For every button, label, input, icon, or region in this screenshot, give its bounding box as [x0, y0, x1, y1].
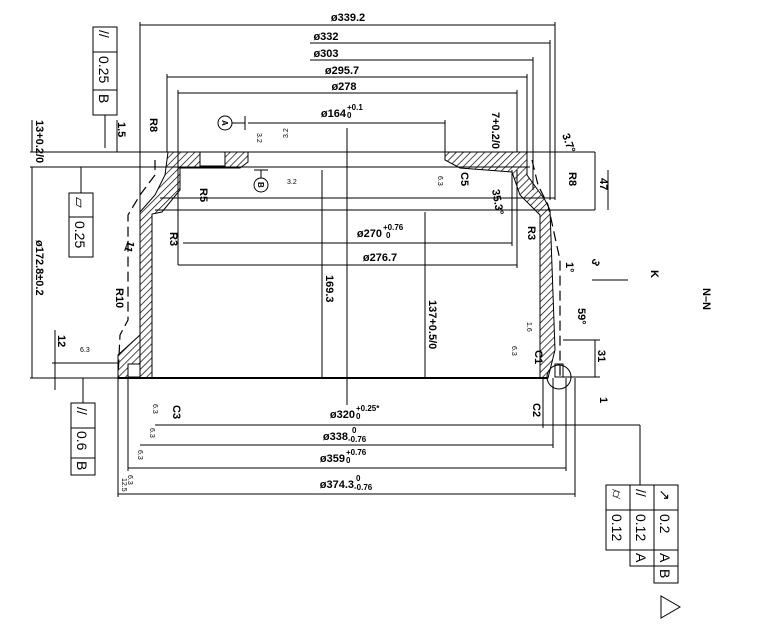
roughness-11: 12.5 — [120, 478, 127, 492]
dim-172: ø172.8±0.2 — [33, 240, 45, 296]
frame-combined: ↗ 0.2 A B // 0.12 A ⌭ 0.12 — [605, 484, 679, 584]
frame-parallel-top: // 0.25 B — [92, 26, 118, 148]
frames-parallel-bottom-datum: B — [74, 461, 90, 470]
dim-295: ø295.7 — [325, 65, 359, 77]
roughness-7: 6.3 — [151, 404, 158, 414]
dim-278: ø278 — [331, 81, 356, 93]
frames-combined-cylindricity-value: 0.12 — [609, 514, 625, 541]
roughness-2: 3.2 — [287, 179, 297, 186]
frames-parallel-bottom-value: 0.6 — [74, 431, 90, 451]
frames-parallel-top-datum: B — [96, 94, 112, 103]
radius-r3-left: R3 — [167, 232, 179, 246]
frames-combined-parallel-symbol: // — [633, 489, 649, 497]
dim-12: 12 — [55, 335, 67, 347]
datum-b: B — [256, 182, 265, 188]
dim-359-tol-up: +0.76 — [346, 448, 367, 457]
roughness-6: 6.3 — [510, 346, 517, 356]
dim-47: 47 — [597, 178, 609, 190]
dim-374-tol-lo: -0.76 — [354, 483, 373, 492]
angle-59: 59° — [575, 308, 587, 325]
runout-symbol: ↗ — [657, 489, 673, 501]
frames-flatness-symbol: ▱ — [72, 197, 88, 208]
angle-3-7: 3.7° — [559, 132, 577, 155]
dim-339: ø339.2 — [331, 12, 365, 24]
dim-338-tol-up: 0 — [352, 426, 357, 435]
item-1: 1 — [597, 397, 609, 403]
length-11: 11 — [121, 239, 136, 254]
radius-r5: R5 — [197, 188, 209, 202]
frames-combined-runout-value: 0.2 — [657, 514, 673, 534]
dim-338: ø338 — [323, 431, 348, 443]
chamfer-c5: C5 — [458, 172, 470, 186]
dim-270-tol-up: +0.76 — [383, 223, 404, 232]
dim-169: 169.3 — [323, 275, 335, 303]
roughness-8: 6.3 — [148, 428, 155, 438]
roughness-1: 3.2 — [283, 128, 290, 138]
dim-303: ø303 — [313, 48, 338, 60]
frame-flatness: ▱ 0.25 — [68, 167, 94, 258]
roughness-0: 3.2 — [255, 133, 262, 143]
dim-374: ø374.3 — [320, 479, 354, 491]
frame-parallel-bottom: // 0.6 B — [70, 378, 96, 476]
dim-359-tol-lo: 0 — [346, 456, 351, 465]
radius-r8-right: R8 — [566, 172, 578, 186]
bottom-dimension-lines — [117, 378, 641, 497]
frames-parallel-bottom-symbol: // — [74, 407, 90, 415]
radius-r3-right: R3 — [525, 226, 537, 240]
dim-31: 31 — [595, 350, 607, 362]
dim-164: ø164 — [321, 108, 347, 120]
radius-r10: R10 — [113, 288, 125, 308]
dim-359: ø359 — [320, 453, 345, 465]
roughness-4: 6.3 — [80, 347, 90, 354]
view-arrow-label: K — [648, 270, 660, 278]
dim-320: ø320 — [330, 409, 355, 421]
dim-320-tol-lo: 0 — [356, 412, 361, 421]
frames-combined-parallel-value: 0.12 — [633, 514, 649, 541]
angle-35: 35.3° — [489, 188, 505, 216]
dim-164-tol-lo: 0 — [347, 111, 352, 120]
cylindricity-symbol: ⌭ — [609, 489, 625, 499]
chamfer-c2: C2 — [530, 403, 542, 417]
dim-164-tol-up: +0.1 — [347, 103, 363, 112]
dim-1-5: 1.5 — [115, 122, 127, 137]
dim-374-tol-up: 0 — [356, 474, 361, 483]
dim-338-tol-lo: -0.76 — [348, 435, 367, 444]
angle-1: 1° — [563, 262, 575, 273]
dim-320-tol-up: +0.25* — [356, 404, 380, 413]
frames-flatness-value: 0.25 — [72, 221, 88, 248]
chamfer-c3: C3 — [170, 405, 182, 419]
triangle-symbol-icon — [660, 595, 681, 619]
dim-276: ø276.7 — [363, 252, 397, 264]
roughness-3: 6.3 — [436, 176, 443, 186]
roughness-9: 6.3 — [136, 450, 143, 460]
dim-332: ø332 — [313, 31, 338, 43]
roughness-10: 6.3 — [126, 475, 133, 485]
chamfer-c1: C1 — [532, 350, 544, 364]
datum-a: A — [220, 120, 229, 126]
roughness-5: 1.6 — [525, 322, 532, 332]
dim-7: 7+0.2/0 — [489, 112, 501, 149]
frames-parallel-top-symbol: // — [96, 30, 112, 38]
frames-combined-runout-datum1: A — [657, 553, 673, 563]
frames-combined-parallel-datum1: A — [633, 553, 649, 563]
view-label: N–N — [700, 288, 712, 310]
dim-270-tol-lo: 0 — [386, 231, 391, 240]
frames-parallel-top-value: 0.25 — [96, 56, 112, 83]
part-section — [117, 151, 572, 390]
dim-13: 13+0.2/0 — [33, 120, 45, 163]
length-3: 3 — [588, 257, 601, 268]
dim-270: ø270 — [357, 228, 382, 240]
radius-r8-left: R8 — [147, 118, 159, 132]
roughness-marks: 3.2 3.2 3.2 6.3 6.3 1.6 6.3 6.3 6.3 6.3 … — [80, 128, 532, 492]
frames-combined-runout-datum2: B — [657, 569, 673, 578]
dim-137: 137+0.5/0 — [426, 300, 438, 349]
